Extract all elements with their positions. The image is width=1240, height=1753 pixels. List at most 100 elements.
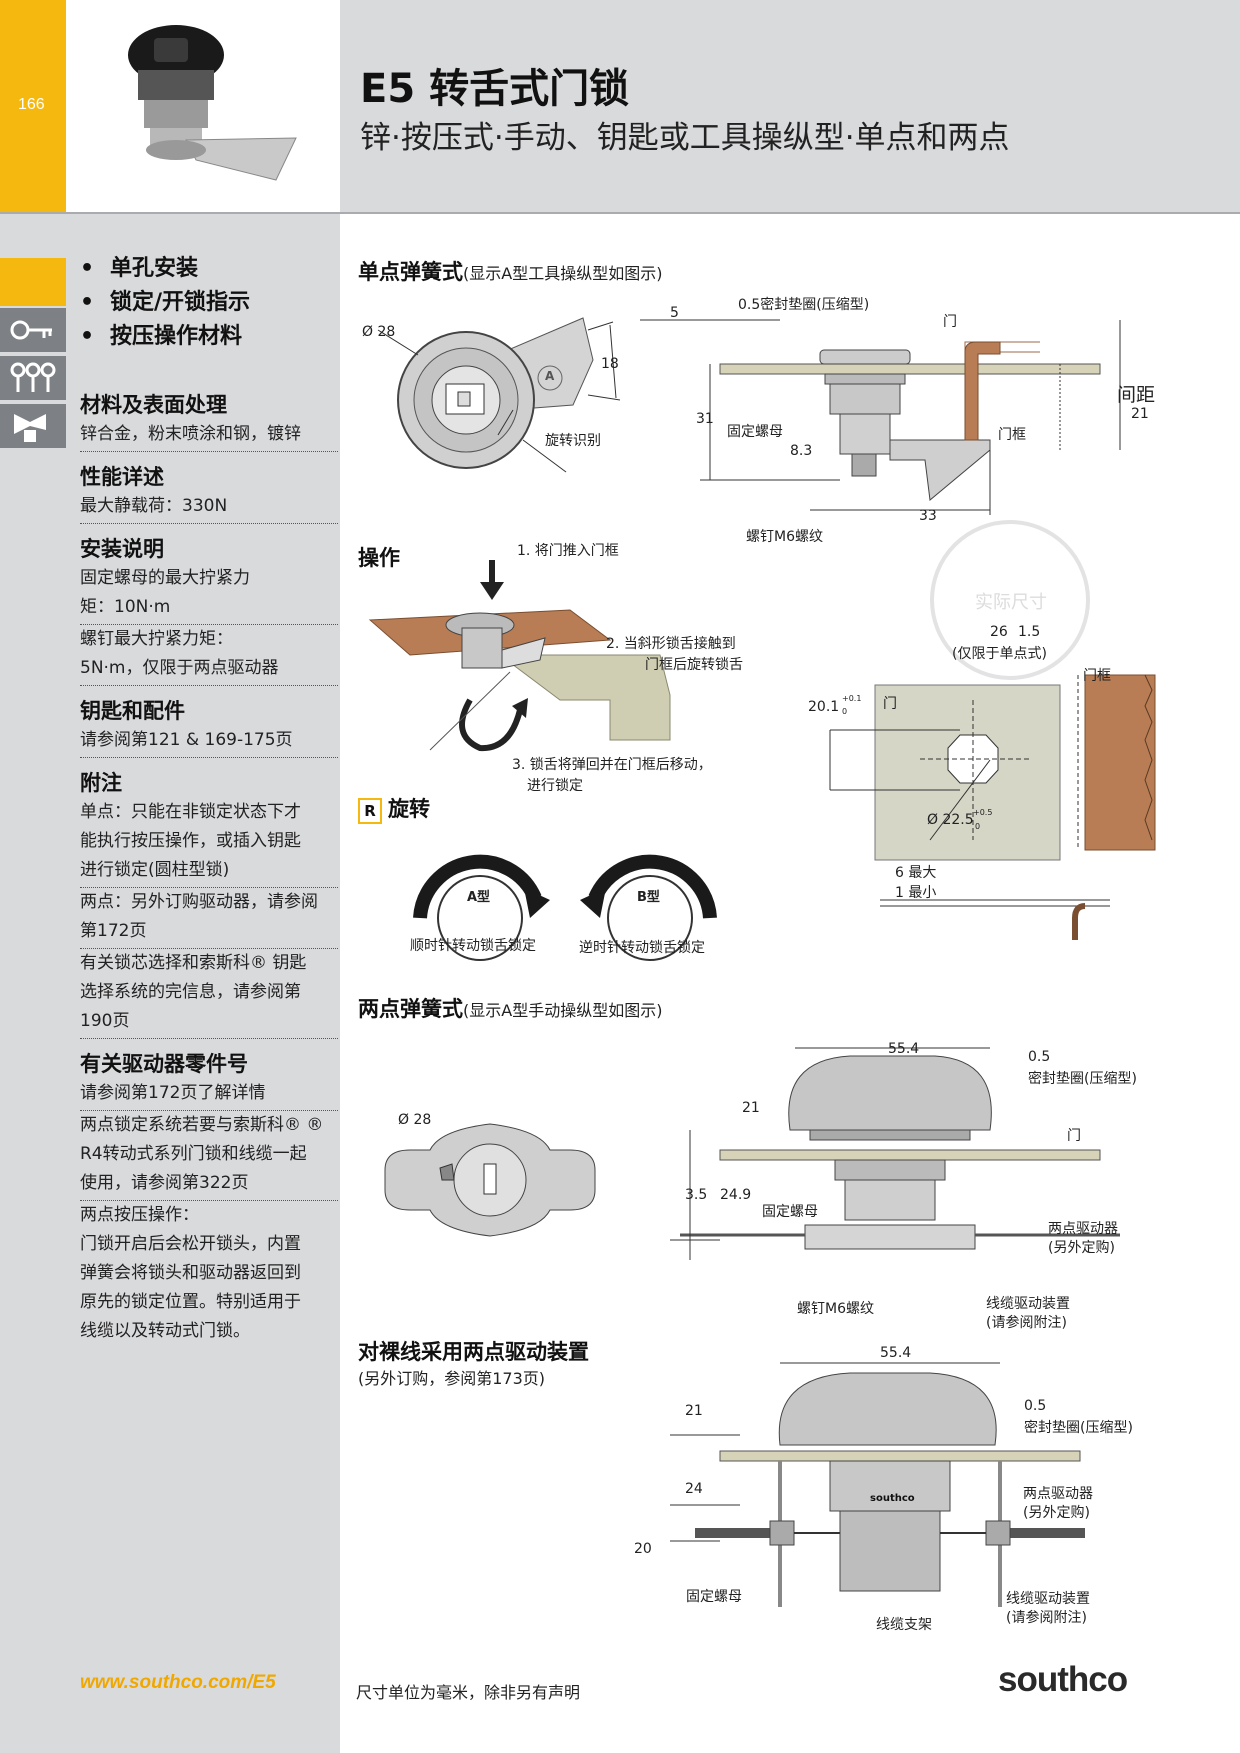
spec-sections: 材料及表面处理 锌合金，粉末喷涂和钢，镀锌 性能详述 最大静载荷：330N 安装…: [80, 380, 338, 1348]
cable-label: 线缆驱动装置: [1006, 1591, 1090, 1607]
product-photo-area: [66, 0, 340, 212]
actual-size-stamp: [930, 520, 1090, 680]
door-cutout-diagram: [829, 674, 1156, 940]
step-label: 门框后旋转锁舌: [645, 657, 743, 673]
website-link[interactable]: www.southco.com/E5: [80, 1672, 276, 1693]
two-point-heading: 两点弹簧式(显示A型手动操纵型如图示): [358, 997, 663, 1021]
tolerance-label: +0.1: [842, 694, 862, 703]
frame-label: 门框: [998, 427, 1026, 443]
section-heading: 钥匙和配件: [80, 699, 185, 723]
single-point-heading: 单点弹簧式(显示A型工具操纵型如图示): [358, 260, 663, 284]
feature-item: •锁定/开锁指示: [80, 290, 251, 315]
dim-label: 21: [1131, 406, 1149, 422]
door-label: 门: [883, 696, 897, 712]
unit-note: 尺寸单位为毫米，除非另有声明: [356, 1683, 581, 1702]
dim-label: 33: [919, 508, 937, 524]
sidebar-accent: [0, 258, 66, 306]
seal-label: 密封垫圈(压缩型): [1024, 1420, 1133, 1436]
dim-label: 21: [742, 1100, 760, 1116]
left-sidebar: [0, 214, 340, 1753]
gap-label: 间距: [1117, 384, 1156, 406]
nut-label: 固定螺母: [762, 1204, 818, 1220]
dim-label: Ø 28: [398, 1112, 432, 1128]
rotation-diagram: [413, 854, 717, 961]
tolerance-label: 0: [842, 707, 848, 716]
dim-label: 20.1: [808, 699, 840, 715]
seal-label: 密封垫圈(压缩型): [1028, 1071, 1137, 1087]
max-label: 6 最大: [895, 865, 937, 881]
dim-label: 55.4: [880, 1345, 912, 1361]
operation-heading: 操作: [358, 546, 400, 570]
rotation-mark-label: 旋转识别: [545, 433, 601, 449]
cable-label: (请参阅附注): [986, 1315, 1067, 1331]
dim-label: 31: [696, 411, 714, 427]
actuator-label: 两点驱动器: [1023, 1486, 1093, 1502]
dim-label: 26: [990, 624, 1008, 640]
header-panel: [340, 0, 1240, 212]
dim-label: 5: [670, 305, 679, 321]
nut-label: 固定螺母: [727, 424, 783, 440]
section-heading: 有关驱动器零件号: [80, 1052, 248, 1076]
single-only-note: (仅限于单点式): [952, 646, 1047, 662]
dim-label: 55.4: [888, 1041, 920, 1057]
door-label: 门: [943, 314, 957, 330]
two-point-front-view: [384, 1123, 596, 1237]
type-b-label: B型: [637, 890, 660, 905]
actual-size-text: 实际尺寸: [975, 592, 1047, 613]
section-text: 请参阅第172页了解详情: [80, 1079, 338, 1111]
brand-mark: southco: [870, 1493, 915, 1504]
dim-label: 24.9: [720, 1187, 752, 1203]
dim-label: 3.5: [685, 1187, 708, 1203]
dim-label: 18: [601, 356, 619, 372]
bare-wire-heading: 对裸线采用两点驱动装置: [358, 1340, 589, 1364]
dim-label: Ø 28: [362, 324, 396, 340]
multi-key-icon: [0, 356, 66, 400]
section-heading: 材料及表面处理: [80, 393, 227, 417]
operation-diagram: [368, 560, 671, 752]
nut-label: 固定螺母: [686, 1589, 742, 1605]
single-point-side-view: [640, 319, 1121, 515]
section-text: 请参阅第121 & 169-175页: [80, 726, 338, 758]
section-text: 两点：另外订购驱动器，请参阅第172页: [80, 888, 338, 949]
step-label: 3. 锁舌将弹回并在门框后移动，: [512, 757, 712, 773]
section-text: 单点：只能在非锁定状态下才能执行按压操作，或插入钥匙进行锁定(圆柱型锁): [80, 798, 338, 888]
section-text: 最大静载荷：330N: [80, 492, 338, 524]
product-photo: [128, 25, 297, 181]
section-text: 固定螺母的最大拧紧力矩：10N·m: [80, 564, 338, 625]
dim-label: 21: [685, 1403, 703, 1419]
caption-a: 顺时针转动锁舌锁定: [410, 938, 536, 954]
section-text: 两点锁定系统若要与索斯科® ®R4转动式系列门锁和线缆一起使用，请参阅第322页: [80, 1111, 338, 1201]
cable-label: 线缆驱动装置: [986, 1296, 1070, 1312]
section-heading: 性能详述: [80, 465, 164, 489]
dim-label: 0.5: [1024, 1398, 1047, 1414]
step-label: 2. 当斜形锁舌接触到: [606, 636, 736, 652]
door-label: 门: [1067, 1128, 1081, 1144]
feature-item: •按压操作材料: [80, 324, 243, 349]
dim-label: 1.5: [1018, 624, 1041, 640]
seal-label: 0.5密封垫圈(压缩型): [738, 297, 870, 313]
frame-label: 门框: [1083, 668, 1111, 684]
dim-label: 24: [685, 1481, 703, 1497]
section-text: 螺钉最大拧紧力矩：5N·m，仅限于两点驱动器: [80, 625, 338, 686]
section-heading: 安装说明: [80, 537, 164, 561]
bare-wire-note: (另外订购，参阅第173页): [358, 1369, 546, 1388]
page-title: E5 转舌式门锁: [360, 66, 630, 112]
step-label: 1. 将门推入门框: [517, 543, 619, 559]
key-icon: [0, 308, 66, 352]
tolerance-label: +0.5: [973, 808, 993, 817]
caption-b: 逆时针转动锁舌锁定: [579, 940, 705, 956]
feature-item: •单孔安装: [80, 256, 199, 281]
single-point-front-view: [377, 317, 621, 473]
header-accent-bar: [0, 0, 66, 212]
feature-list: •单孔安装 •锁定/开锁指示 •按压操作材料: [80, 252, 335, 354]
actuator-label: 两点驱动器: [1048, 1221, 1118, 1237]
screw-label: 螺钉M6螺纹: [797, 1301, 874, 1317]
page-subtitle: 锌·按压式·手动、钥匙或工具操纵型·单点和两点: [360, 120, 1010, 156]
section-text: 锌合金，粉末喷涂和钢，镀锌: [80, 420, 338, 452]
tolerance-label: 0: [975, 822, 981, 831]
actuator-label: (另外定购): [1023, 1505, 1090, 1521]
southco-logo: southco: [998, 1660, 1128, 1699]
wing-knob-icon: [0, 404, 66, 448]
